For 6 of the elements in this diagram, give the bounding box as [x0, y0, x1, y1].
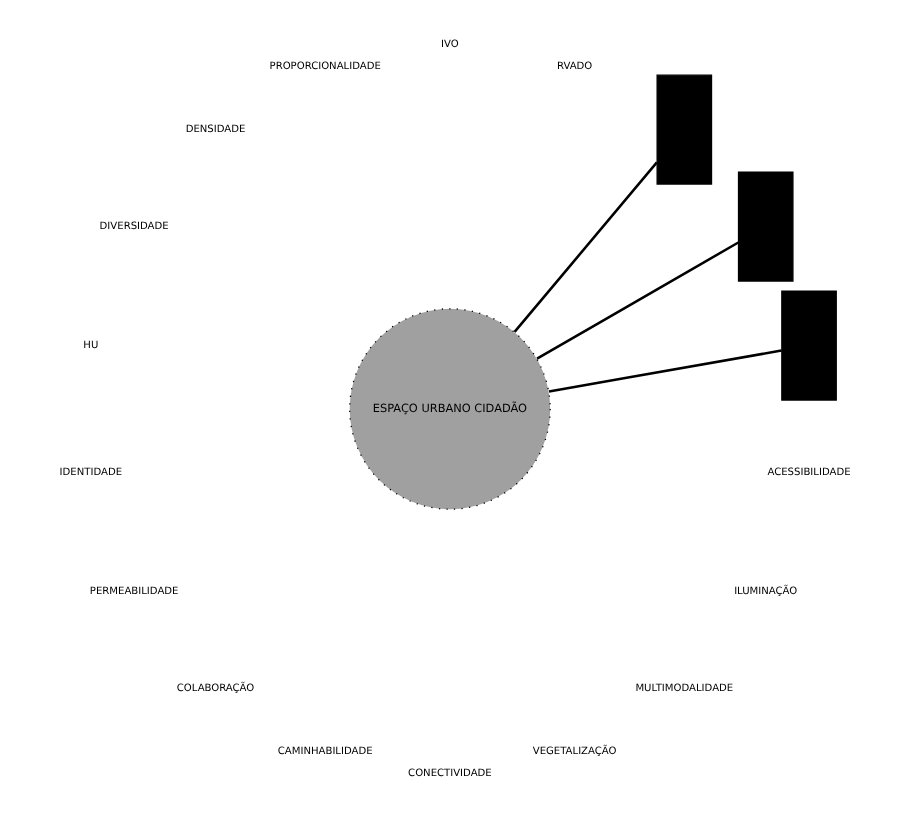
- connector: [548, 349, 782, 393]
- connector: [536, 241, 739, 360]
- connector: [513, 161, 658, 333]
- node-box: [781, 290, 837, 401]
- node-box: [656, 74, 713, 185]
- node-box: [737, 171, 794, 282]
